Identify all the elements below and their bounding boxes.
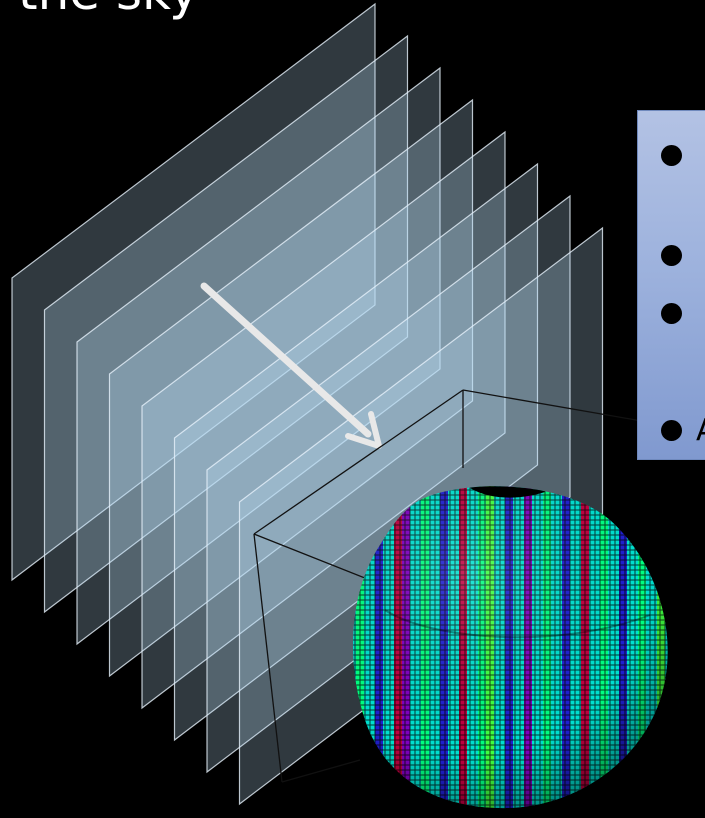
- image-plane: [11, 2, 376, 582]
- sphere-stripe: [676, 470, 685, 815]
- bullet-marker-1: [661, 145, 682, 166]
- slide-title: the sky: [18, 0, 199, 22]
- image-plane: [141, 130, 506, 710]
- bullet-marker-3: [661, 303, 682, 324]
- image-plane: [76, 66, 441, 646]
- bullet-panel: A: [637, 110, 705, 460]
- image-plane: [173, 162, 539, 742]
- image-plane: [108, 98, 474, 678]
- title-line-2: the sky: [18, 0, 199, 22]
- arrow: [200, 282, 382, 449]
- bullet-marker-2: [661, 245, 682, 266]
- voxel-sphere: [353, 470, 685, 815]
- bullet-marker-4: [661, 420, 682, 441]
- image-plane-stack: [11, 2, 604, 806]
- bullet-text-partial: A: [696, 416, 705, 446]
- image-plane: [206, 194, 571, 774]
- image-plane: [43, 34, 409, 614]
